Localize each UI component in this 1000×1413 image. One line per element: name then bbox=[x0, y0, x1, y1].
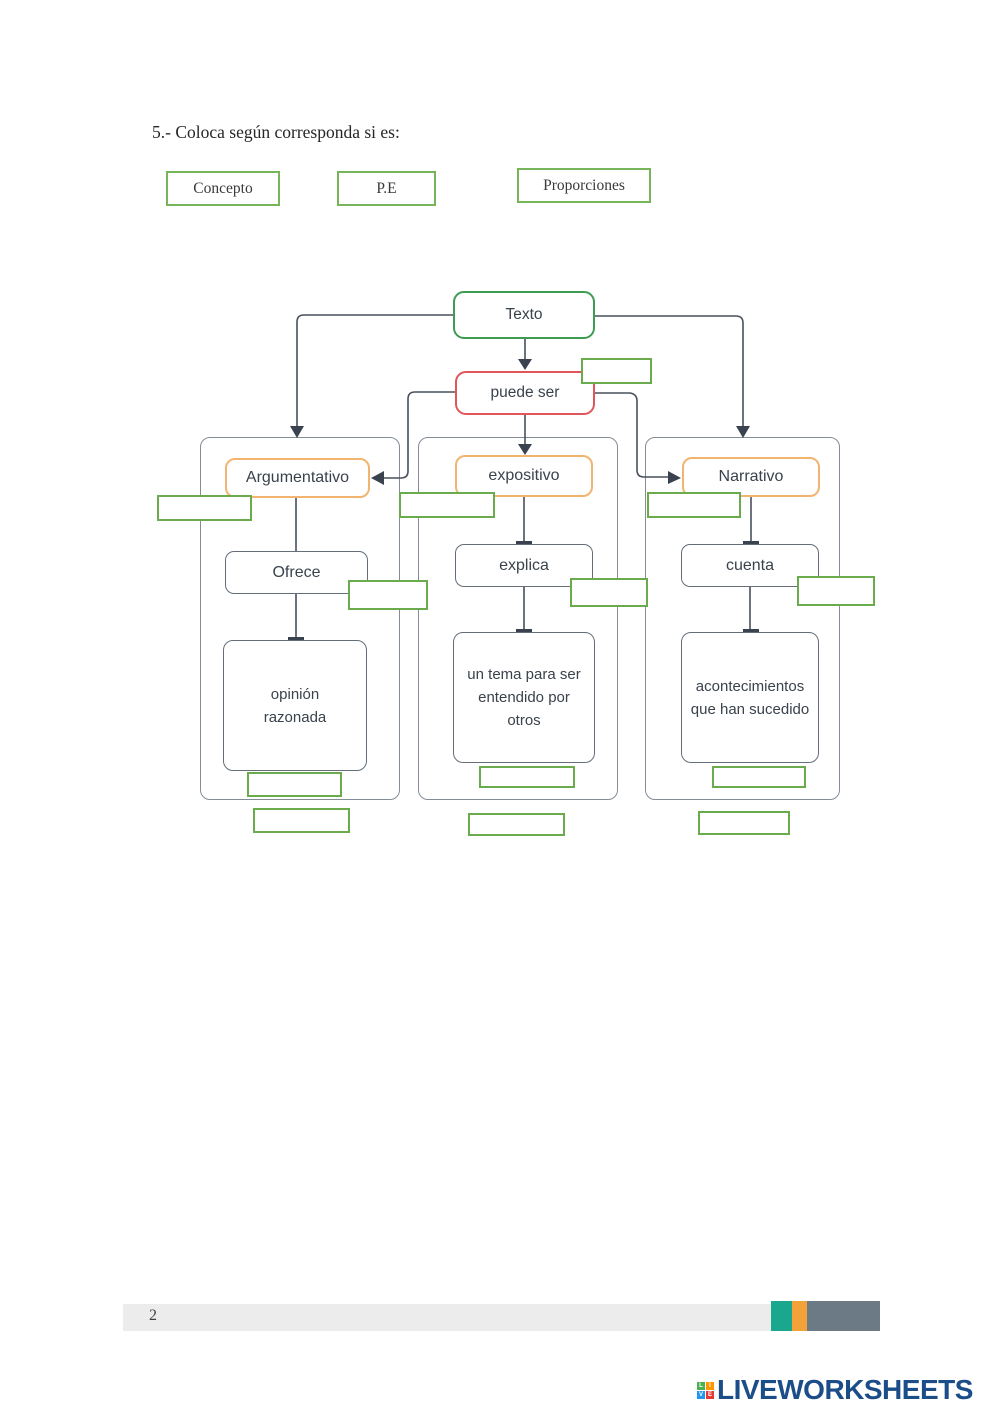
brand-logo: L I V E LIVEWORKSHEETS bbox=[697, 1374, 973, 1406]
footer-page-number: 2 bbox=[149, 1307, 157, 1324]
footer-accent-orange bbox=[792, 1301, 807, 1331]
footer-accent-teal bbox=[771, 1301, 792, 1331]
answer-box-tema-inner[interactable] bbox=[479, 766, 575, 788]
arrowhead-right-container bbox=[736, 426, 750, 438]
answer-box-explica[interactable] bbox=[570, 578, 648, 607]
node-argumentativo: Argumentativo bbox=[225, 458, 370, 498]
wire-texto-to-argumentativo bbox=[296, 314, 455, 426]
container-expositivo bbox=[418, 437, 618, 800]
answer-box-opinion-inner[interactable] bbox=[247, 772, 342, 797]
answer-box-cuenta[interactable] bbox=[797, 576, 875, 606]
brand-tile-l: L bbox=[697, 1381, 705, 1390]
tick-opinion bbox=[288, 637, 304, 641]
brand-name: LIVEWORKSHEETS bbox=[717, 1374, 973, 1405]
tick-cuenta bbox=[743, 541, 759, 545]
node-expositivo: expositivo bbox=[455, 455, 593, 497]
tick-tema bbox=[516, 629, 532, 633]
answer-box-acontecimientos-inner[interactable] bbox=[712, 766, 806, 788]
wire-puedeser-to-narrativo bbox=[595, 392, 668, 478]
arrowhead-puedeser bbox=[518, 359, 532, 370]
node-opinion-razonada: opinión razonada bbox=[223, 640, 367, 771]
wire-puedeser-to-argumentativo bbox=[384, 391, 455, 479]
answer-box-puede-ser[interactable] bbox=[581, 358, 652, 384]
option-concepto-label: Concepto bbox=[193, 179, 253, 197]
footer-accent-gray bbox=[807, 1301, 880, 1331]
arrowhead-argumentativo bbox=[371, 471, 384, 485]
arrowhead-left-container bbox=[290, 426, 304, 438]
container-narrativo bbox=[645, 437, 840, 800]
exercise-title: 5.- Coloca según corresponda si es: bbox=[152, 122, 400, 142]
answer-box-narrativo-bottom[interactable] bbox=[698, 811, 790, 835]
option-concepto[interactable]: Concepto bbox=[166, 171, 280, 206]
brand-tile-i: I bbox=[706, 1381, 714, 1390]
wire-texto-to-narrativo bbox=[595, 315, 744, 426]
option-pe[interactable]: P.E bbox=[337, 171, 436, 206]
answer-box-ofrece[interactable] bbox=[348, 580, 428, 610]
brand-tile-e: E bbox=[706, 1390, 714, 1399]
arrowhead-expositivo bbox=[518, 444, 532, 455]
node-acontecimientos: acontecimientos que han sucedido bbox=[681, 632, 819, 763]
option-pe-label: P.E bbox=[376, 179, 397, 197]
brand-tile-v: V bbox=[697, 1390, 705, 1399]
tick-explica bbox=[516, 541, 532, 545]
node-tema-entendido: un tema para ser entendido por otros bbox=[453, 632, 595, 763]
answer-box-narrativo-type[interactable] bbox=[647, 492, 741, 518]
node-ofrece: Ofrece bbox=[225, 551, 368, 594]
answer-box-expositivo-bottom[interactable] bbox=[468, 813, 565, 836]
footer-strip: 2 bbox=[123, 1304, 880, 1331]
tick-acontecimientos bbox=[743, 629, 759, 633]
brand-logo-tiles: L I V E bbox=[697, 1381, 714, 1399]
node-cuenta: cuenta bbox=[681, 544, 819, 587]
option-proporciones[interactable]: Proporciones bbox=[517, 168, 651, 203]
node-puede-ser: puede ser bbox=[455, 371, 595, 415]
answer-box-expositivo-type[interactable] bbox=[399, 492, 495, 518]
answer-box-argumentativo-bottom[interactable] bbox=[253, 808, 350, 833]
answer-box-argumentativo-type[interactable] bbox=[157, 495, 252, 521]
node-texto: Texto bbox=[453, 291, 595, 339]
node-narrativo: Narrativo bbox=[682, 457, 820, 497]
container-argumentativo bbox=[200, 437, 400, 800]
option-proporciones-label: Proporciones bbox=[543, 176, 625, 194]
arrowhead-narrativo bbox=[668, 471, 681, 484]
